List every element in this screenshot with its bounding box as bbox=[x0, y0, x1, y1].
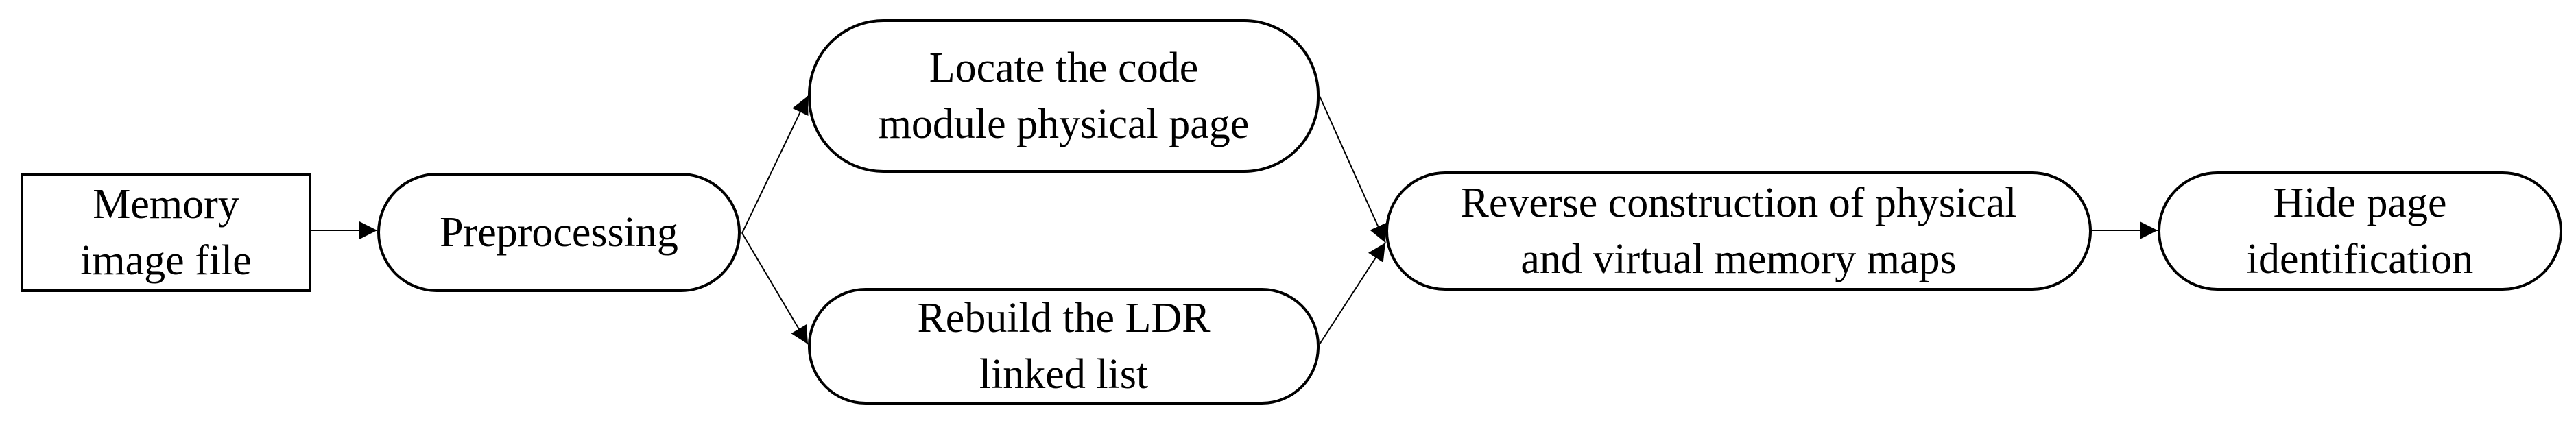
preprocessing-node: Preprocessing bbox=[377, 173, 741, 292]
reverse-construction-line-1: Reverse construction of physical bbox=[1460, 180, 2017, 226]
locate-code-module-line-1: Locate the code bbox=[929, 45, 1199, 91]
reverse-construction-node: Reverse construction of physical and vir… bbox=[1385, 171, 2092, 291]
arrow-rebuild-ldr-to-reverse-construction bbox=[1319, 242, 1386, 345]
memory-image-file-line-2: image file bbox=[80, 237, 252, 284]
locate-code-module-line-2: module physical page bbox=[878, 101, 1250, 147]
hide-page-line-2: identification bbox=[2246, 236, 2474, 282]
arrow-preprocessing-to-rebuild-ldr bbox=[741, 232, 809, 345]
preprocessing-label: Preprocessing bbox=[440, 209, 678, 256]
arrow-locate-code-to-reverse-construction bbox=[1319, 95, 1387, 243]
reverse-construction-line-2: and virtual memory maps bbox=[1520, 236, 1957, 282]
rebuild-ldr-node: Rebuild the LDR linked list bbox=[808, 288, 1320, 405]
memory-image-file-line-1: Memory bbox=[93, 181, 239, 228]
memory-image-file-node: Memory image file bbox=[21, 173, 311, 292]
arrow-preprocessing-to-locate-code bbox=[741, 95, 809, 234]
rebuild-ldr-line-2: linked list bbox=[979, 351, 1149, 398]
hide-page-line-1: Hide page bbox=[2273, 180, 2447, 226]
hide-page-identification-node: Hide page identification bbox=[2158, 171, 2562, 291]
rebuild-ldr-line-1: Rebuild the LDR bbox=[917, 295, 1211, 341]
locate-code-module-node: Locate the code module physical page bbox=[808, 19, 1320, 173]
